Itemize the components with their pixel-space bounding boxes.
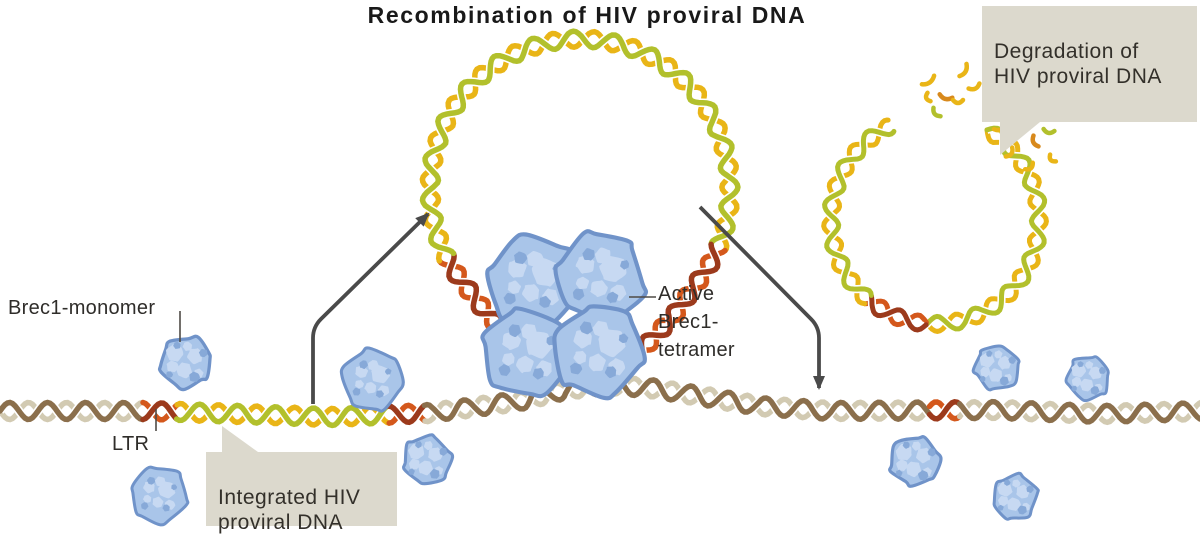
brec1-tetramer-subunit	[485, 232, 578, 329]
brec1-monomer-label: Brec1-monomer	[8, 297, 156, 319]
degradation-callout: Degradation of HIV proviral DNA	[982, 6, 1197, 155]
brec1-monomer	[130, 465, 190, 527]
brec1-monomer	[157, 334, 212, 392]
ltr-label: LTR	[112, 433, 150, 455]
degradation-callout-text: Degradation of HIV proviral DNA	[994, 40, 1162, 88]
host-genome-dna-strand	[0, 372, 1200, 430]
process-arrows	[311, 205, 825, 404]
brec1-monomer	[1064, 355, 1110, 403]
degradation-callout-pointer	[1000, 122, 1040, 155]
degraded-hiv-dna-loop	[820, 117, 1049, 335]
brec1-monomer	[992, 471, 1040, 521]
brec1-tetramer-subunit	[480, 306, 577, 399]
arrow-excision-to-circle	[311, 212, 430, 404]
active-brec1-tetramer-label: Active Brec1- tetramer	[658, 283, 735, 361]
brec1-tetramer-subunit	[553, 229, 649, 324]
integrated-dna-callout-text: Integrated HIV proviral DNA	[218, 486, 361, 534]
label-leader-lines	[155, 296, 656, 431]
diagram-title: Recombination of HIV proviral DNA	[367, 2, 807, 28]
integrated-dna-callout-pointer	[222, 426, 258, 452]
brec1-monomer	[887, 435, 943, 488]
brec1-monomer	[971, 344, 1021, 392]
arrow-circle-to-host-dna	[698, 205, 825, 390]
brec1-proteins	[130, 229, 1110, 527]
integrated-dna-callout: Integrated HIV proviral DNA	[206, 426, 397, 534]
brec1-tetramer-subunit	[552, 304, 647, 401]
brec1-monomer	[401, 433, 455, 486]
brec1-monomer	[339, 346, 405, 413]
